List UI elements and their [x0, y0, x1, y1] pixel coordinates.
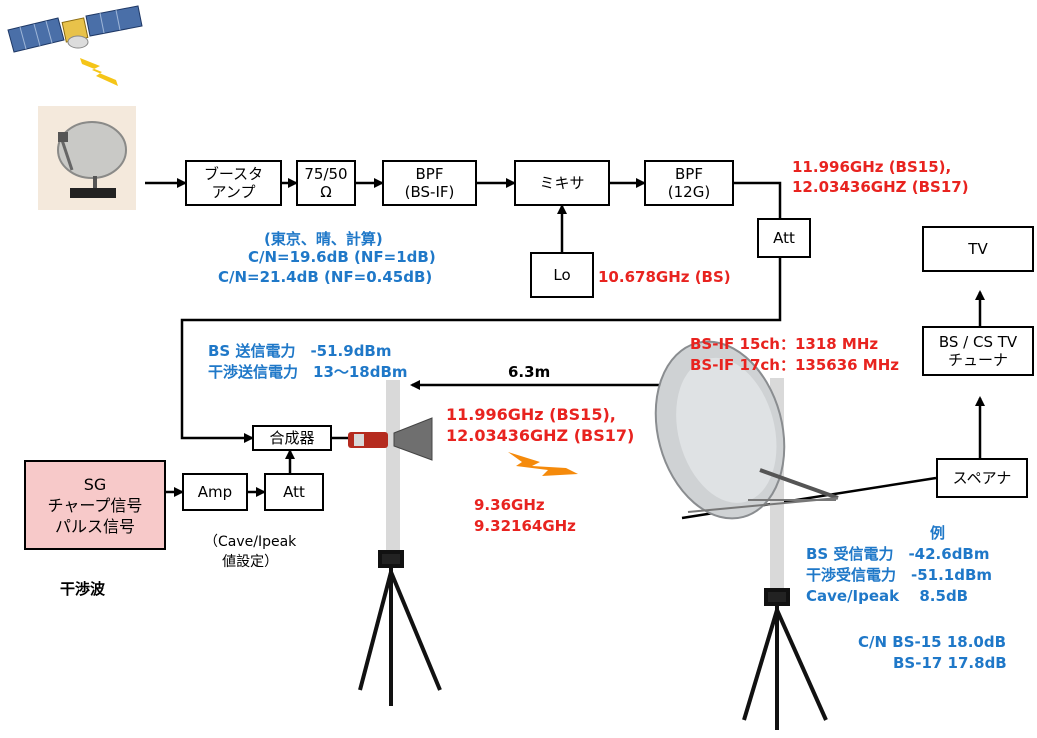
lo-frequency: 10.678GHz (BS): [598, 268, 731, 286]
spectrum-analyzer-block: スペアナ: [936, 458, 1028, 498]
transmit-horn-antenna: [348, 380, 433, 560]
mid-freq-bs15: 11.996GHz (BS15),: [446, 405, 616, 424]
mid-freq-bs17: 12.03436GHZ (BS17): [446, 426, 635, 445]
impedance-converter-block: 75/50 Ω: [296, 160, 356, 206]
interference-freq-2: 9.32164GHz: [474, 517, 576, 535]
receive-dish-antenna: [654, 340, 839, 520]
signal-generator-block: SG チャープ信号 パルス信号: [24, 460, 166, 550]
cn-nf045: C/N=21.4dB (NF=0.45dB): [218, 268, 433, 286]
amp-block: Amp: [182, 473, 248, 511]
top-freq-bs17: 12.03436GHZ (BS17): [792, 178, 969, 196]
cn-bs17-result: BS-17 17.8dB: [893, 654, 1007, 672]
bpf-12g-block: BPF (12G): [644, 160, 734, 206]
cave-ipeak-ratio: Cave/Ipeak 8.5dB: [806, 587, 969, 605]
tv-block: TV: [922, 226, 1034, 272]
bs-rx-power: BS 受信電力 -42.6dBm: [806, 545, 990, 563]
dish-antenna-photo: [38, 106, 136, 210]
mixer-block: ミキサ: [514, 160, 610, 206]
interference-bolt-icon: [508, 452, 578, 476]
interference-rx-power: 干渉受信電力 -51.1dBm: [806, 566, 993, 584]
combiner-block: 合成器: [252, 425, 332, 451]
satellite-icon: [7, 5, 143, 53]
example-title: 例: [930, 524, 946, 542]
cn-condition-title: (東京、晴、計算): [264, 230, 383, 248]
tuner-block: BS / CS TV チューナ: [922, 326, 1034, 376]
interference-freq-1: 9.36GHz: [474, 496, 545, 514]
cn-nf1: C/N=19.6dB (NF=1dB): [248, 248, 436, 266]
right-tripod: [742, 588, 828, 730]
cave-ipeak-setting: （Cave/Ipeak 値設定）: [204, 534, 297, 570]
top-freq-bs15: 11.996GHz (BS15),: [792, 158, 952, 176]
left-tripod: [358, 550, 442, 706]
if-17ch: BS-IF 17ch：135636 MHz: [690, 356, 900, 374]
bs-tx-power: BS 送信電力 -51.9dBm: [208, 342, 392, 360]
interference-tx-power: 干渉送信電力 13～18dBm: [208, 363, 408, 381]
bpf-bsif-block: BPF (BS-IF): [382, 160, 477, 206]
interference-wave-label: 干渉波: [60, 580, 106, 598]
attenuator-top-block: Att: [757, 218, 811, 258]
distance-label: 6.3m: [508, 363, 551, 381]
cn-bs15-result: C/N BS-15 18.0dB: [858, 633, 1007, 651]
booster-amp-block: ブースタ アンプ: [185, 160, 282, 206]
signal-bolt-icon: [80, 58, 118, 86]
local-oscillator-block: Lo: [530, 252, 594, 298]
attenuator-bottom-block: Att: [264, 473, 324, 511]
if-15ch: BS-IF 15ch：1318 MHz: [690, 335, 879, 353]
